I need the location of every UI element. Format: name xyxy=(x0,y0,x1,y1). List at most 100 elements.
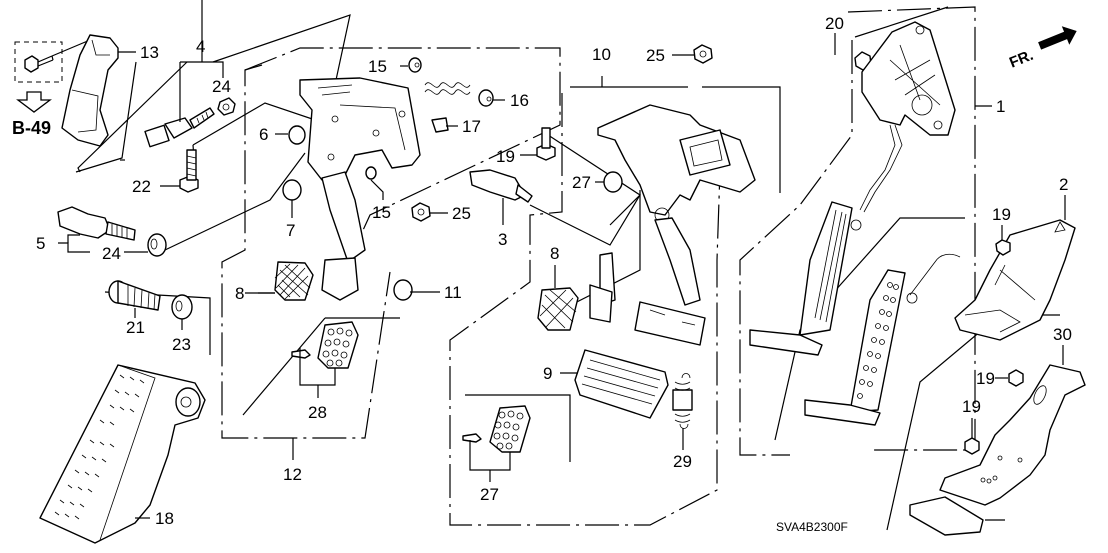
bushing-15-top xyxy=(408,57,422,73)
callout-13[interactable]: 12 xyxy=(283,465,302,484)
interlock-switch-5 xyxy=(57,206,136,241)
callout-27-left[interactable]: 28 xyxy=(308,403,327,422)
callout-23[interactable]: 23 xyxy=(172,335,191,354)
brake-pedal-lower xyxy=(589,252,616,323)
callout-20[interactable]: 20 xyxy=(825,14,844,33)
leader-12-bracket xyxy=(75,61,137,173)
callout-15-top[interactable]: 15 xyxy=(368,57,387,76)
callout-21[interactable]: 21 xyxy=(126,318,145,337)
nut-19-mid xyxy=(1008,369,1024,387)
callout-25-top[interactable]: 25 xyxy=(646,46,665,65)
pedal-pad-8-right xyxy=(537,287,579,331)
callout-26[interactable]: 27 xyxy=(572,173,591,192)
bolt-22 xyxy=(179,149,199,193)
leader-24-to-pedal xyxy=(164,152,306,251)
spring-part xyxy=(424,82,471,95)
bushing-15-right xyxy=(478,89,494,107)
accelerator-pedal-variant xyxy=(804,253,961,426)
callout-16[interactable]: 17 xyxy=(462,117,481,136)
bolt-18 xyxy=(536,127,556,161)
clutch-switch-part xyxy=(144,107,215,148)
leader-3 xyxy=(529,194,641,246)
direction-arrow-icon xyxy=(1038,26,1077,50)
nut-24-bottom xyxy=(147,233,167,257)
callout-3[interactable]: 3 xyxy=(498,230,507,249)
nut-24-top xyxy=(217,97,236,116)
flange-nut-25-left xyxy=(411,202,431,222)
callout-10[interactable]: 10 xyxy=(592,45,611,64)
nut-23 xyxy=(171,294,193,320)
callout-25-left[interactable]: 25 xyxy=(452,204,471,223)
callout-17[interactable]: 18 xyxy=(155,509,174,528)
cover-part-12 xyxy=(61,34,119,147)
bolt-21 xyxy=(108,280,161,311)
callout-14[interactable]: 15 xyxy=(372,203,391,222)
callout-9[interactable]: 9 xyxy=(543,364,552,383)
callout-6[interactable]: 6 xyxy=(259,125,268,144)
leader-20 xyxy=(854,6,949,38)
boundary-10-top-right xyxy=(702,86,781,193)
accelerator-module-1 xyxy=(749,21,956,356)
clutch-pedal-13 xyxy=(299,77,421,301)
pedal-bracket-29 xyxy=(939,364,1086,506)
pad-30 xyxy=(909,496,984,536)
callout-11[interactable]: 11 xyxy=(444,283,462,302)
drawing-code: SVA4B2300F xyxy=(776,520,848,534)
callout-labels: 13 4 24 6 22 7 5 24 21 23 8 11 15 16 17 … xyxy=(12,14,1072,534)
reference-label-b49[interactable]: B-49 xyxy=(12,118,51,138)
callout-1[interactable]: 1 xyxy=(996,97,1005,116)
brake-pad-divider xyxy=(465,394,571,462)
parts-art xyxy=(14,21,1086,544)
callout-5[interactable]: 5 xyxy=(36,234,45,253)
pedal-pad-27-left xyxy=(291,321,359,369)
boundary-accel-variant xyxy=(774,217,965,441)
bolt-box-dashed xyxy=(14,41,63,83)
callout-2[interactable]: 2 xyxy=(1059,175,1068,194)
boundary-accel-left xyxy=(739,40,853,456)
bolt-icon xyxy=(24,39,91,73)
footrest-17 xyxy=(39,364,206,544)
callout-24-bottom[interactable]: 24 xyxy=(102,244,121,263)
callout-19-mid[interactable]: 19 xyxy=(976,369,995,388)
boundary-at-pedal xyxy=(556,190,641,313)
stopper-6 xyxy=(288,125,306,145)
callout-19-low[interactable]: 19 xyxy=(962,397,981,416)
clip-16 xyxy=(431,117,449,133)
return-spring-28 xyxy=(672,373,693,429)
callout-18[interactable]: 19 xyxy=(496,147,515,166)
callout-8-left[interactable]: 8 xyxy=(235,284,244,303)
callout-4[interactable]: 4 xyxy=(196,37,205,56)
callout-12[interactable]: 13 xyxy=(140,43,159,62)
boundary-clutch-lower xyxy=(221,64,391,439)
stopper-7 xyxy=(282,179,302,201)
callout-15-right[interactable]: 16 xyxy=(510,91,529,110)
pedal-pad-27-right xyxy=(462,405,531,453)
callout-29[interactable]: 30 xyxy=(1053,325,1072,344)
pedal-pad-8-left xyxy=(274,261,314,301)
reference-arrow-icon xyxy=(16,91,52,113)
boundary-accel-right xyxy=(847,6,976,451)
stop-switch-3 xyxy=(469,169,533,203)
callout-19-top[interactable]: 19 xyxy=(992,205,1011,224)
callout-28[interactable]: 29 xyxy=(673,452,692,471)
bushing-14 xyxy=(365,166,377,180)
flange-nut-25-top xyxy=(693,44,713,64)
stopper-11 xyxy=(393,279,413,301)
direction-label: FR. xyxy=(1007,47,1036,72)
stopper-26 xyxy=(603,171,623,193)
callout-leaders xyxy=(58,0,1066,521)
footrest-bracket-2 xyxy=(954,219,1076,341)
callout-7[interactable]: 7 xyxy=(286,221,295,240)
callout-22[interactable]: 22 xyxy=(132,177,151,196)
callout-8-right[interactable]: 8 xyxy=(550,244,559,263)
boundary-brake-group xyxy=(449,93,721,526)
brake-pedal-10 xyxy=(597,104,756,346)
clutch-pad-divider-diag xyxy=(242,317,326,416)
callout-27-right[interactable]: 27 xyxy=(480,485,499,504)
nut-19-low xyxy=(964,437,980,455)
brake-pad-9 xyxy=(574,349,669,419)
callout-24-top[interactable]: 24 xyxy=(212,77,231,96)
boundary-clutch-group xyxy=(244,47,561,281)
